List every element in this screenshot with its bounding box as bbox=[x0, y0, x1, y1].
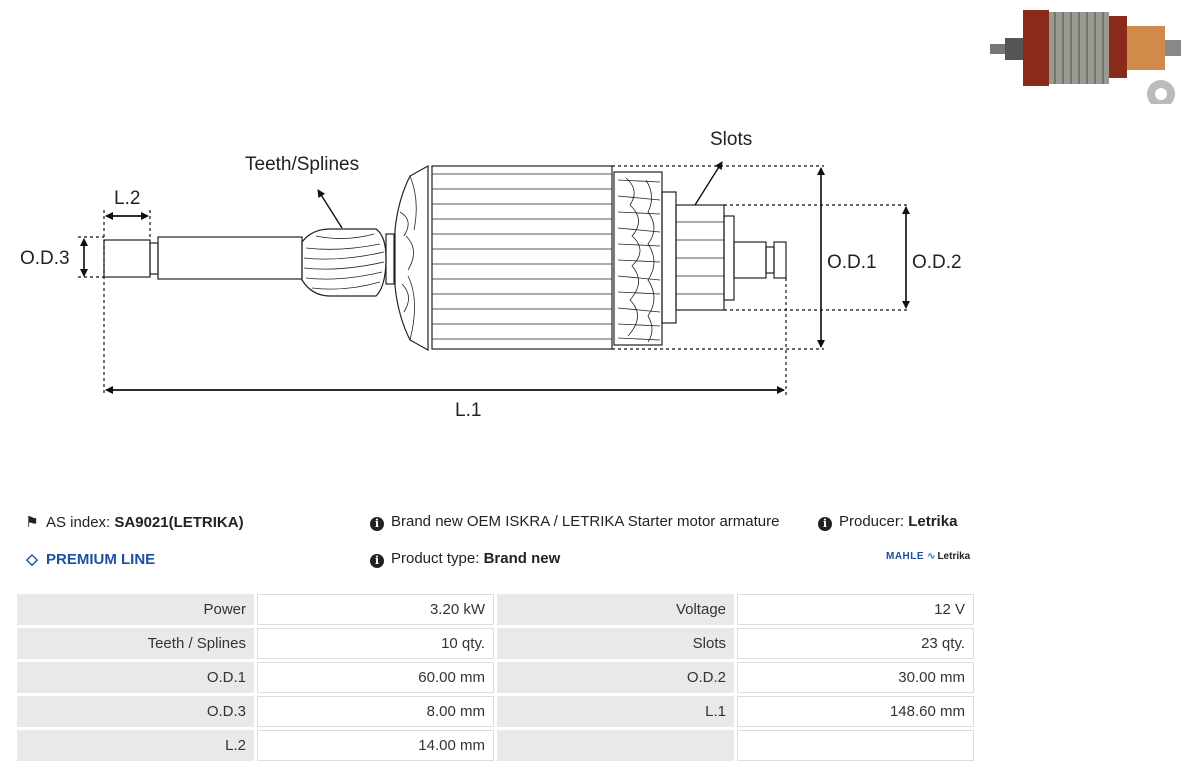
spec-value: 14.00 mm bbox=[257, 730, 494, 761]
armature-core bbox=[431, 165, 613, 350]
spec-label: Voltage bbox=[497, 594, 734, 625]
label-l1: L.1 bbox=[455, 400, 481, 421]
as-index-label: AS index: bbox=[46, 514, 111, 531]
armature-diagram: Teeth/Splines Slots L.2 O.D.3 O.D.1 O.D.… bbox=[20, 129, 962, 421]
info-circle-icon: i bbox=[818, 517, 832, 531]
as-index: ⚑ AS index: SA9021(LETRIKA) bbox=[24, 513, 244, 531]
producer-value: Letrika bbox=[908, 513, 958, 530]
commutator bbox=[661, 191, 677, 324]
spec-label: Power bbox=[17, 594, 254, 625]
spec-value: 60.00 mm bbox=[257, 662, 494, 693]
label-od1: O.D.1 bbox=[827, 252, 877, 273]
spec-label: L.2 bbox=[17, 730, 254, 761]
info-circle-icon: i bbox=[370, 554, 384, 568]
label-l2: L.2 bbox=[114, 188, 140, 209]
spec-label: L.1 bbox=[497, 696, 734, 727]
wave-icon: ∿ bbox=[927, 551, 936, 562]
pinion-splines bbox=[301, 228, 387, 297]
spec-value: 8.00 mm bbox=[257, 696, 494, 727]
spec-value: 148.60 mm bbox=[737, 696, 974, 727]
diamond-icon: ◇ bbox=[26, 551, 38, 568]
label-teeth-splines: Teeth/Splines bbox=[245, 154, 359, 175]
premium-line: ◇ PREMIUM LINE bbox=[24, 550, 155, 568]
shaft-end bbox=[103, 239, 151, 278]
letrika-logo: Letrika bbox=[937, 551, 971, 562]
brand-logos: MAHLE∿Letrika bbox=[886, 551, 970, 562]
description: i Brand new OEM ISKRA / LETRIKA Starter m… bbox=[370, 513, 779, 531]
premium-line-label: PREMIUM LINE bbox=[46, 551, 156, 568]
spec-value: 10 qty. bbox=[257, 628, 494, 659]
spec-label bbox=[497, 730, 734, 761]
shaft bbox=[157, 236, 303, 280]
product-type: i Product type: Brand new bbox=[370, 550, 560, 568]
spec-value: 23 qty. bbox=[737, 628, 974, 659]
label-slots: Slots bbox=[710, 129, 752, 150]
spec-label: Slots bbox=[497, 628, 734, 659]
product-type-label: Product type: bbox=[391, 550, 480, 567]
mahle-logo: MAHLE bbox=[886, 551, 925, 562]
producer-label: Producer: bbox=[839, 513, 905, 530]
description-text: Brand new OEM ISKRA / LETRIKA Starter mo… bbox=[391, 513, 780, 530]
spec-value: 12 V bbox=[737, 594, 974, 625]
end-windings bbox=[394, 164, 429, 352]
spec-value: 3.20 kW bbox=[257, 594, 494, 625]
spec-label: Teeth / Splines bbox=[17, 628, 254, 659]
spec-value: 30.00 mm bbox=[737, 662, 974, 693]
as-index-value: SA9021(LETRIKA) bbox=[114, 514, 244, 531]
rear-shaft bbox=[733, 241, 767, 279]
label-od3: O.D.3 bbox=[20, 248, 70, 269]
product-type-value: Brand new bbox=[483, 550, 561, 567]
producer: i Producer: Letrika bbox=[818, 513, 957, 531]
spec-value bbox=[737, 730, 974, 761]
tags-icon: ⚑ bbox=[25, 514, 39, 531]
spec-label: O.D.2 bbox=[497, 662, 734, 693]
spec-label: O.D.1 bbox=[17, 662, 254, 693]
info-circle-icon: i bbox=[370, 517, 384, 531]
product-photo bbox=[990, 10, 1181, 104]
spec-label: O.D.3 bbox=[17, 696, 254, 727]
label-od2: O.D.2 bbox=[912, 252, 962, 273]
